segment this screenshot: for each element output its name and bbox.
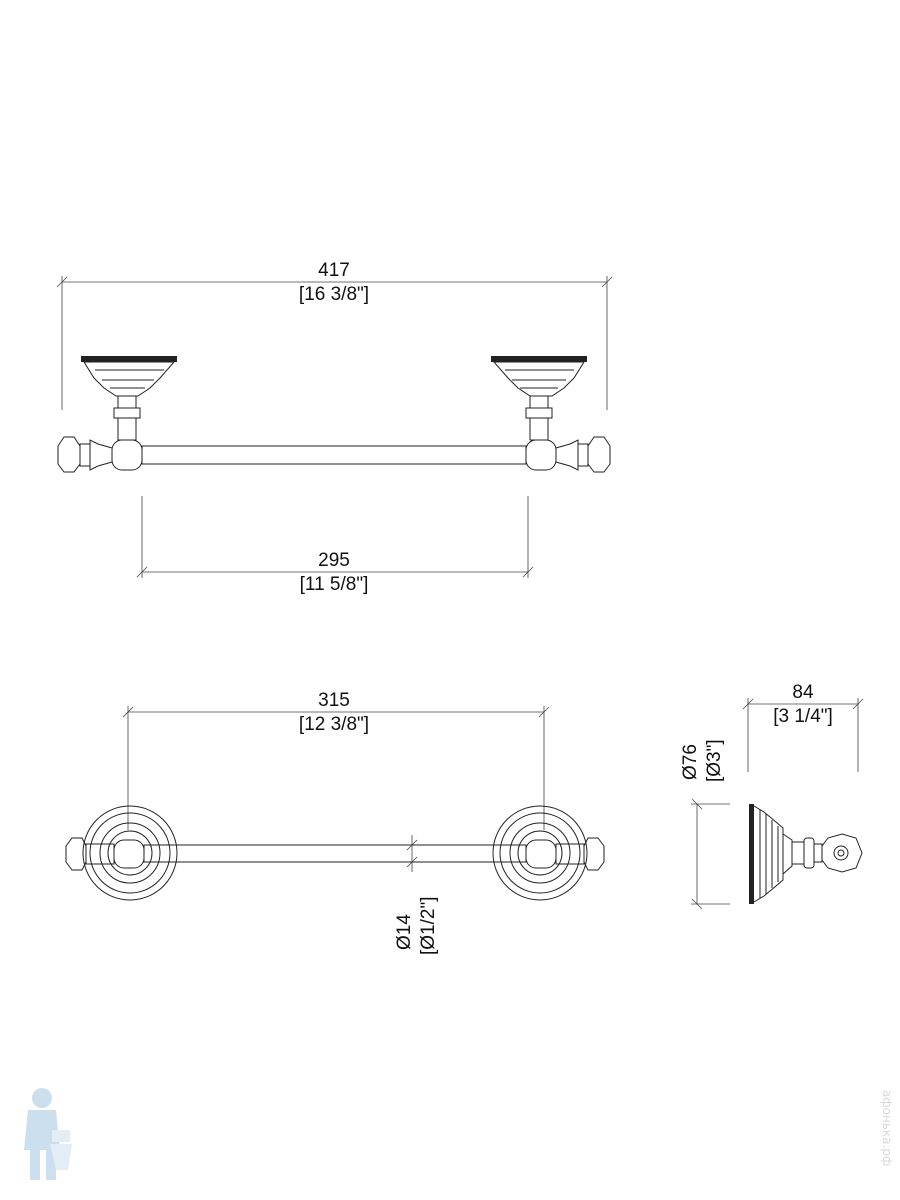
right-rosette [492, 805, 605, 901]
dim-315: 315 [318, 690, 350, 711]
dimension-bar-length: 295 [11 5/8"] [136, 496, 534, 595]
front-view: 417 [16 3/8"] [56, 260, 613, 595]
towel-bar-top [143, 844, 527, 863]
side-view: 84 [3 1/4"] Ø76 [Ø3"] [680, 682, 864, 910]
dim-295: 295 [318, 550, 350, 571]
towel-bar [141, 445, 527, 465]
dim-d76: Ø76 [680, 744, 701, 780]
dim-315-inch: [12 3/8"] [299, 714, 369, 735]
dim-d76-inch: [Ø3"] [704, 739, 725, 782]
left-bracket [57, 356, 177, 473]
dim-d14: Ø14 [394, 914, 415, 950]
dim-84-inch: [3 1/4"] [773, 706, 833, 727]
top-view: 315 [12 3/8"] Ø14 [Ø1/2"] [65, 690, 605, 955]
dim-d14-inch: [Ø1/2"] [418, 897, 439, 956]
dimension-flange-diameter: Ø76 [Ø3"] [680, 739, 730, 910]
side-bracket [749, 804, 863, 904]
dim-417-inch: [16 3/8"] [299, 284, 369, 305]
dimension-mount-centers: 315 [12 3/8"] [122, 690, 550, 830]
dim-417: 417 [318, 260, 350, 281]
dimension-bar-diameter: Ø14 [Ø1/2"] [394, 835, 439, 955]
dim-295-inch: [11 5/8"] [300, 574, 369, 595]
dimension-projection: 84 [3 1/4"] [742, 682, 864, 772]
left-rosette [65, 805, 178, 901]
plumber-logo [24, 1088, 72, 1180]
dimension-overall-length: 417 [16 3/8"] [56, 260, 613, 410]
dim-84: 84 [792, 682, 814, 703]
right-bracket [491, 356, 611, 473]
watermark: афонька.рф [880, 1090, 894, 1167]
